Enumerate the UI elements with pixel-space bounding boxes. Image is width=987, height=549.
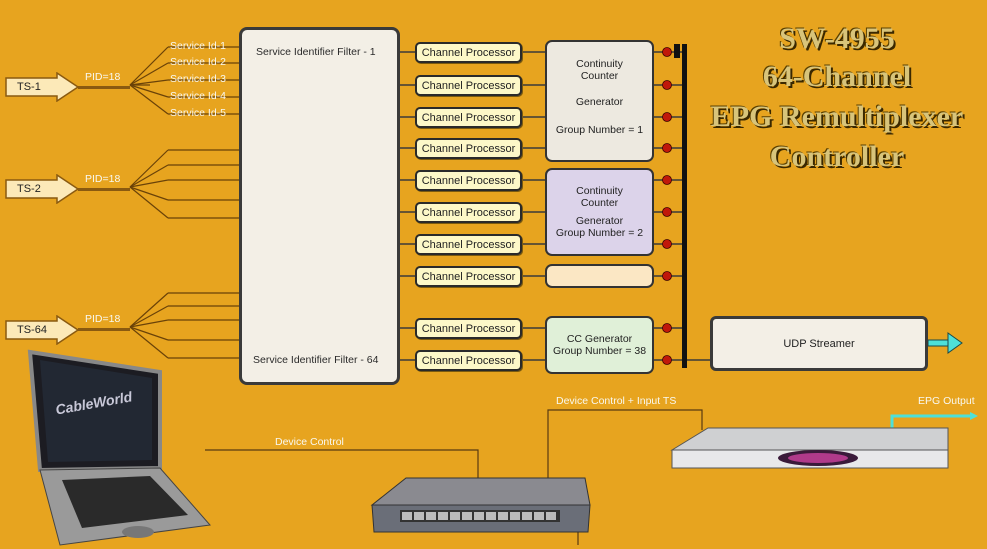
group-text: Group Number = 1 [555,124,644,136]
ts-label: TS-2 [17,183,41,195]
network-switch [370,477,591,533]
group-text: Group Number = 2 [555,227,644,239]
channel-processor: Channel Processor [415,170,522,191]
connector-dots [662,47,672,365]
cc-generator-group-38: CC Generator Group Number = 38 [545,316,654,374]
cc-generator-group-2: Continuity Counter Generator Group Numbe… [545,168,654,256]
title-line-1: SW-4955 [779,22,895,55]
pid-line [78,86,130,89]
service-id-label: Service Id-5 [170,107,227,119]
output-bus [682,44,687,368]
group-text: Continuity [576,185,623,197]
title-line-4: Controller [769,140,905,173]
cc-generator-group-1: Continuity Counter Generator Group Numbe… [545,40,654,162]
pid-line [78,328,130,331]
pid-label: PID=18 [85,173,121,185]
input-ts-2: TS-2 [5,173,80,208]
input-ts-64: TS-64 [5,314,80,349]
group-text: Generator [575,215,624,227]
service-id-label: Service Id-2 [170,56,227,68]
epg-device [670,427,949,469]
channel-processor: Channel Processor [415,350,522,371]
laptop [27,349,211,546]
title-line-2: 64-Channel [762,60,912,93]
pid-label: PID=18 [85,313,121,325]
pid-label: PID=18 [85,71,121,83]
service-id-label: Service Id-1 [170,40,227,52]
cc-generator-group-empty [545,264,654,288]
group-text: Continuity [576,58,623,70]
title-line-3: EPG Remultiplexer [710,100,964,133]
pid-line [78,188,130,191]
service-id-label: Service Id-4 [170,90,227,102]
input-ts-1: TS-1 [5,71,80,106]
ts-label: TS-1 [17,81,41,93]
group-text: Counter [580,197,619,209]
channel-processor: Channel Processor [415,318,522,339]
channel-processor: Channel Processor [415,266,522,287]
channel-processor: Channel Processor [415,42,522,63]
device-control-input-label: Device Control + Input TS [556,395,677,407]
filter-bottom-label: Service Identifier Filter - 64 [253,354,379,366]
device-control-label: Device Control [275,436,344,448]
ts-label: TS-64 [17,324,47,336]
channel-processor: Channel Processor [415,202,522,223]
channel-processor: Channel Processor [415,138,522,159]
group-text: Counter [580,70,619,82]
filter-top-label: Service Identifier Filter - 1 [256,46,376,58]
group-text: CC Generator [566,333,633,345]
udp-streamer: UDP Streamer [710,316,928,371]
group-text: Group Number = 38 [552,345,647,357]
epg-output-label: EPG Output [918,395,975,407]
service-id-label: Service Id-3 [170,73,227,85]
service-identifier-filter [239,27,400,385]
udp-output-arrow [927,332,963,354]
channel-processor: Channel Processor [415,107,522,128]
channel-processor: Channel Processor [415,75,522,96]
group-text: Generator [575,96,624,108]
channel-processor: Channel Processor [415,234,522,255]
